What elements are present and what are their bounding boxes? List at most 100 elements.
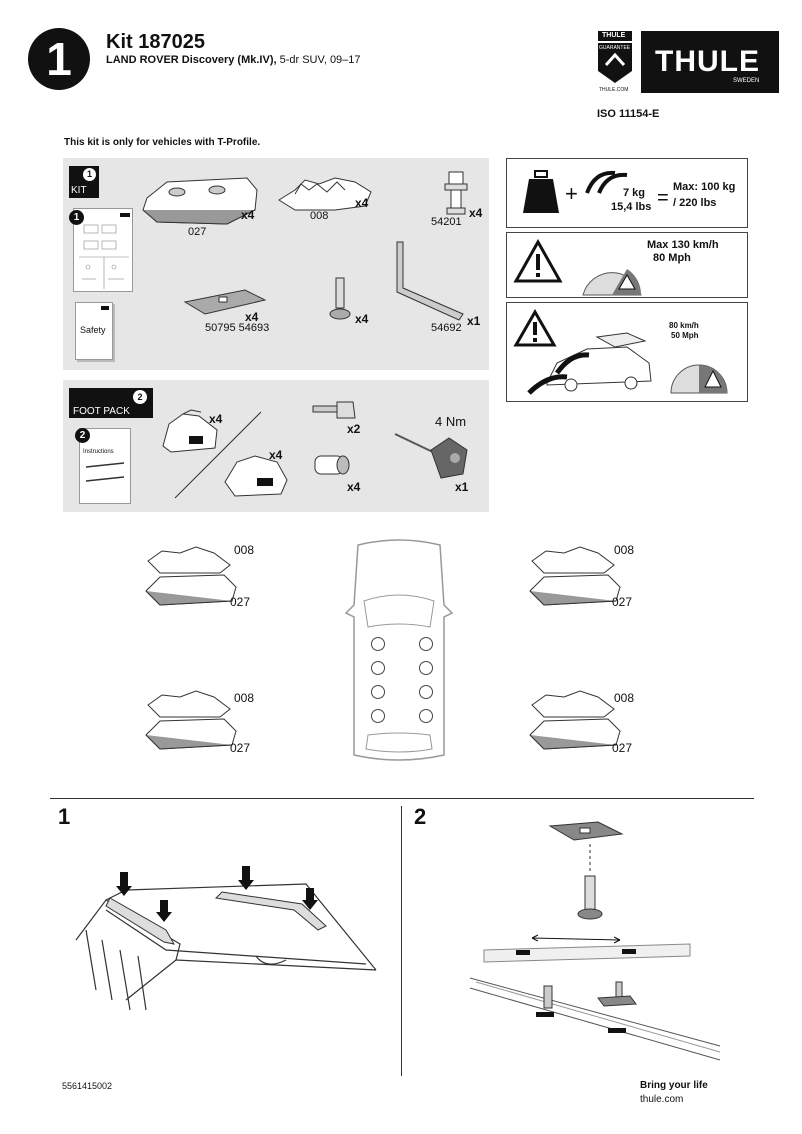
- warning-triangle-icon: [513, 239, 563, 283]
- foot-icon-1: [162, 409, 218, 453]
- kit-badge-label: KIT: [71, 185, 87, 196]
- part-027-qty: x4: [241, 208, 255, 222]
- pos-tl-bottom-code: 027: [230, 595, 251, 609]
- foot-pack-panel: FOOT PACK 2 Instructions 2 x4 x4 x2 x4 4…: [63, 380, 489, 512]
- kit-panel: KIT 1 1 Safety 027 x4 008 x4: [63, 158, 489, 370]
- divider-slash: [174, 411, 262, 499]
- thule-logo: THULE SWEDEN: [641, 31, 779, 93]
- kit-booklet-number: 1: [69, 210, 84, 225]
- kit-instruction-booklet: [73, 208, 133, 292]
- wind-warning-box: 80 km/h 50 Mph: [506, 302, 748, 402]
- vehicle-model: LAND ROVER Discovery (Mk.IV),: [106, 54, 277, 66]
- pos-tr-top-code: 008: [614, 543, 635, 557]
- foot-assembly-icon-bl: [145, 690, 237, 750]
- key-icon: [312, 401, 356, 419]
- document-id: 5561415002: [62, 1081, 113, 1091]
- step-1-roof-rails-illustration: [75, 866, 377, 1010]
- tprofile-notice: This kit is only for vehicles with T-Pro…: [64, 137, 261, 148]
- foot-1-qty: x4: [209, 412, 223, 426]
- part-027-code: 027: [188, 226, 207, 238]
- foot-position-marker: [371, 709, 385, 723]
- part-008-code: 008: [310, 210, 329, 222]
- roof-bar-icon: [585, 170, 628, 194]
- step-2-number: 2: [414, 804, 427, 829]
- torque-label: 4 Nm: [435, 414, 467, 429]
- part-008-qty: x4: [355, 196, 369, 210]
- steps-divider-middle: [401, 806, 402, 1076]
- position-diagram: 008 027 008 027 008 027 008 027: [130, 535, 670, 765]
- speedometer-icon-2: [670, 364, 728, 394]
- car-with-load-icon: [527, 332, 652, 395]
- speed-max-kmh: Max 130 km/h: [647, 239, 719, 251]
- pos-tl-top-code: 008: [234, 543, 255, 557]
- foot-icon-2: [224, 455, 288, 497]
- vehicle-line: LAND ROVER Discovery (Mk.IV), 5-dr SUV, …: [106, 54, 361, 66]
- pos-bl-top-code: 008: [234, 691, 255, 705]
- foot-pack-booklet-text: Instructions: [83, 449, 114, 455]
- crossbar-sketch-icon: [85, 462, 125, 482]
- vehicle-details: 5-dr SUV, 09–17: [276, 54, 361, 66]
- kit-title: Kit 187025: [106, 31, 205, 53]
- speedometer-icon: [582, 269, 642, 296]
- foot-position-marker: [419, 637, 433, 651]
- foot-pack-label: FOOT PACK: [73, 406, 130, 417]
- part-54201-code: 54201: [431, 216, 462, 228]
- foot-pack-booklet-number: 2: [75, 428, 90, 443]
- warning-triangle-icon-2: [513, 309, 557, 347]
- tool-qty: x1: [455, 480, 469, 494]
- wind-max-mph: 50 Mph: [671, 331, 699, 340]
- lock-cylinder-icon: [314, 455, 350, 475]
- iso-standard: ISO 11154-E: [597, 108, 660, 120]
- part-54692-qty: x1: [467, 314, 481, 328]
- foot-pack-booklet: Instructions: [79, 428, 131, 504]
- pos-bl-bottom-code: 027: [230, 741, 251, 755]
- guarantee-mid-text: GUARANTEE: [599, 45, 631, 51]
- foot-position-marker: [419, 661, 433, 675]
- car-top-view-icon: [344, 539, 454, 761]
- max-load-lbs: / 220 lbs: [673, 197, 717, 209]
- foot-position-marker: [419, 709, 433, 723]
- max-load: Max: 100 kg: [673, 181, 736, 193]
- foot-position-marker: [371, 685, 385, 699]
- lock-qty: x4: [347, 480, 361, 494]
- part-screw-qty: x4: [355, 312, 369, 326]
- rubber-pad-icon: [183, 289, 267, 315]
- load-info-box: + 7 kg 15,4 lbs = Max: 100 kg / 220 lbs: [506, 158, 748, 228]
- part-pad-codes: 50795 54693: [205, 322, 270, 334]
- bar-weight: 7 kg: [623, 187, 646, 199]
- brand-name: THULE: [655, 45, 760, 78]
- footer-tagline: Bring your life: [640, 1080, 708, 1091]
- allen-key-icon: [396, 241, 464, 321]
- weight-icon: [523, 170, 559, 213]
- part-54201-qty: x4: [469, 206, 483, 220]
- pos-br-bottom-code: 027: [612, 741, 633, 755]
- guarantee-top-text: THULE: [602, 32, 626, 39]
- torque-tool-icon: [394, 433, 468, 479]
- wind-max-kmh: 80 km/h: [669, 321, 699, 330]
- part-54692-code: 54692: [431, 322, 462, 334]
- steps-divider-top: [50, 798, 754, 799]
- bracket-008-icon: [278, 177, 372, 211]
- foot-position-marker: [371, 637, 385, 651]
- speed-warning-box: Max 130 km/h 80 Mph: [506, 232, 748, 298]
- footpad-027-icon: [142, 177, 258, 225]
- foot-position-marker: [371, 661, 385, 675]
- step-2-mounting-illustration: [469, 821, 721, 1061]
- kit-badge-number: 1: [83, 168, 96, 181]
- guarantee-logo: THULE GUARANTEE THULE.COM: [596, 31, 634, 97]
- speed-max-mph: 80 Mph: [653, 252, 691, 264]
- foot-2-qty: x4: [269, 448, 283, 462]
- equals-sign: =: [657, 187, 669, 209]
- key-qty: x2: [347, 422, 361, 436]
- step-number-badge: 1: [28, 28, 90, 90]
- step-1-number: 1: [58, 804, 71, 829]
- safety-booklet: Safety: [75, 302, 113, 360]
- foot-pack-badge-number: 2: [133, 390, 147, 404]
- plus-sign: +: [565, 181, 578, 206]
- part-pad-qty: x4: [245, 310, 259, 324]
- footer-url[interactable]: thule.com: [640, 1094, 684, 1105]
- safety-label: Safety: [80, 325, 106, 335]
- foot-assembly-icon-tl: [145, 546, 237, 606]
- brand-sub: SWEDEN: [733, 78, 760, 84]
- bar-weight-lbs: 15,4 lbs: [611, 201, 652, 213]
